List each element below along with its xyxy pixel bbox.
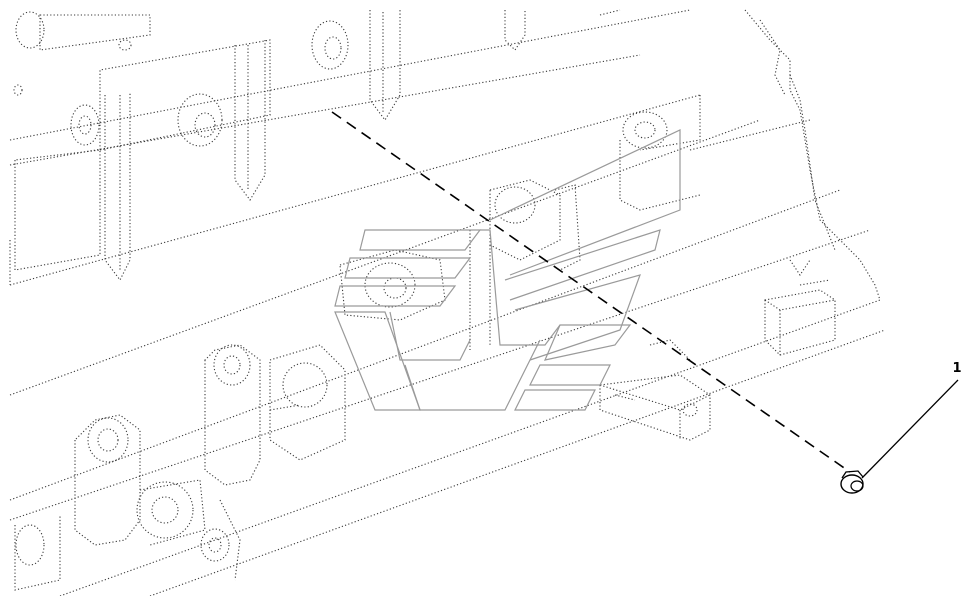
- right-arm: [619, 9, 881, 301]
- assembly-path-line: [331, 111, 851, 473]
- upper-bracket: [13, 9, 621, 282]
- nut-part: [840, 470, 864, 494]
- lower-right-block: [764, 259, 836, 356]
- watermark-logo: [334, 129, 681, 411]
- center-assembly: [339, 179, 581, 350]
- callout-label: 1: [952, 361, 961, 376]
- callout-leader-line: [861, 379, 959, 479]
- frame-rails: [9, 9, 886, 596]
- lower-left-hinges: [14, 344, 346, 591]
- center-small-block: [599, 339, 711, 441]
